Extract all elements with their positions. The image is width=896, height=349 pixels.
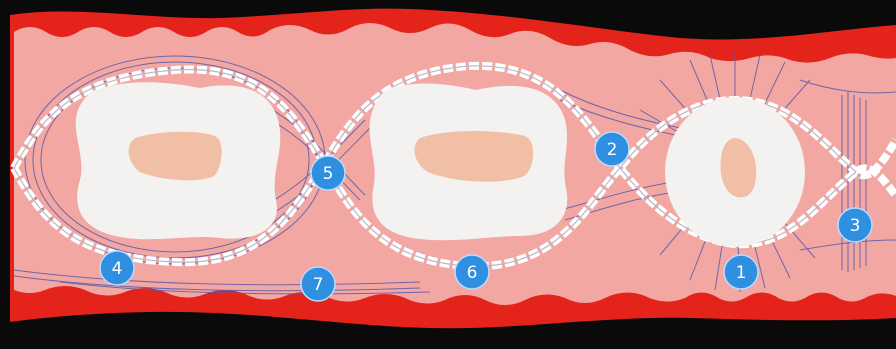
label-6: 6 — [455, 255, 489, 289]
label-2-text: 2 — [607, 140, 618, 160]
label-6-text: 6 — [467, 263, 478, 283]
label-5: 5 — [311, 156, 345, 190]
tooth-left — [76, 82, 281, 239]
label-4: 4 — [100, 251, 134, 285]
label-1-text: 1 — [736, 263, 747, 283]
label-7: 7 — [301, 267, 335, 301]
label-4-text: 4 — [112, 259, 123, 279]
tooth-middle — [369, 84, 567, 241]
label-2: 2 — [595, 132, 629, 166]
tooth-right — [665, 97, 805, 247]
label-3: 3 — [838, 208, 872, 242]
label-5-text: 5 — [323, 164, 334, 184]
label-7-text: 7 — [313, 275, 324, 295]
label-3-text: 3 — [850, 216, 861, 236]
label-1: 1 — [724, 255, 758, 289]
